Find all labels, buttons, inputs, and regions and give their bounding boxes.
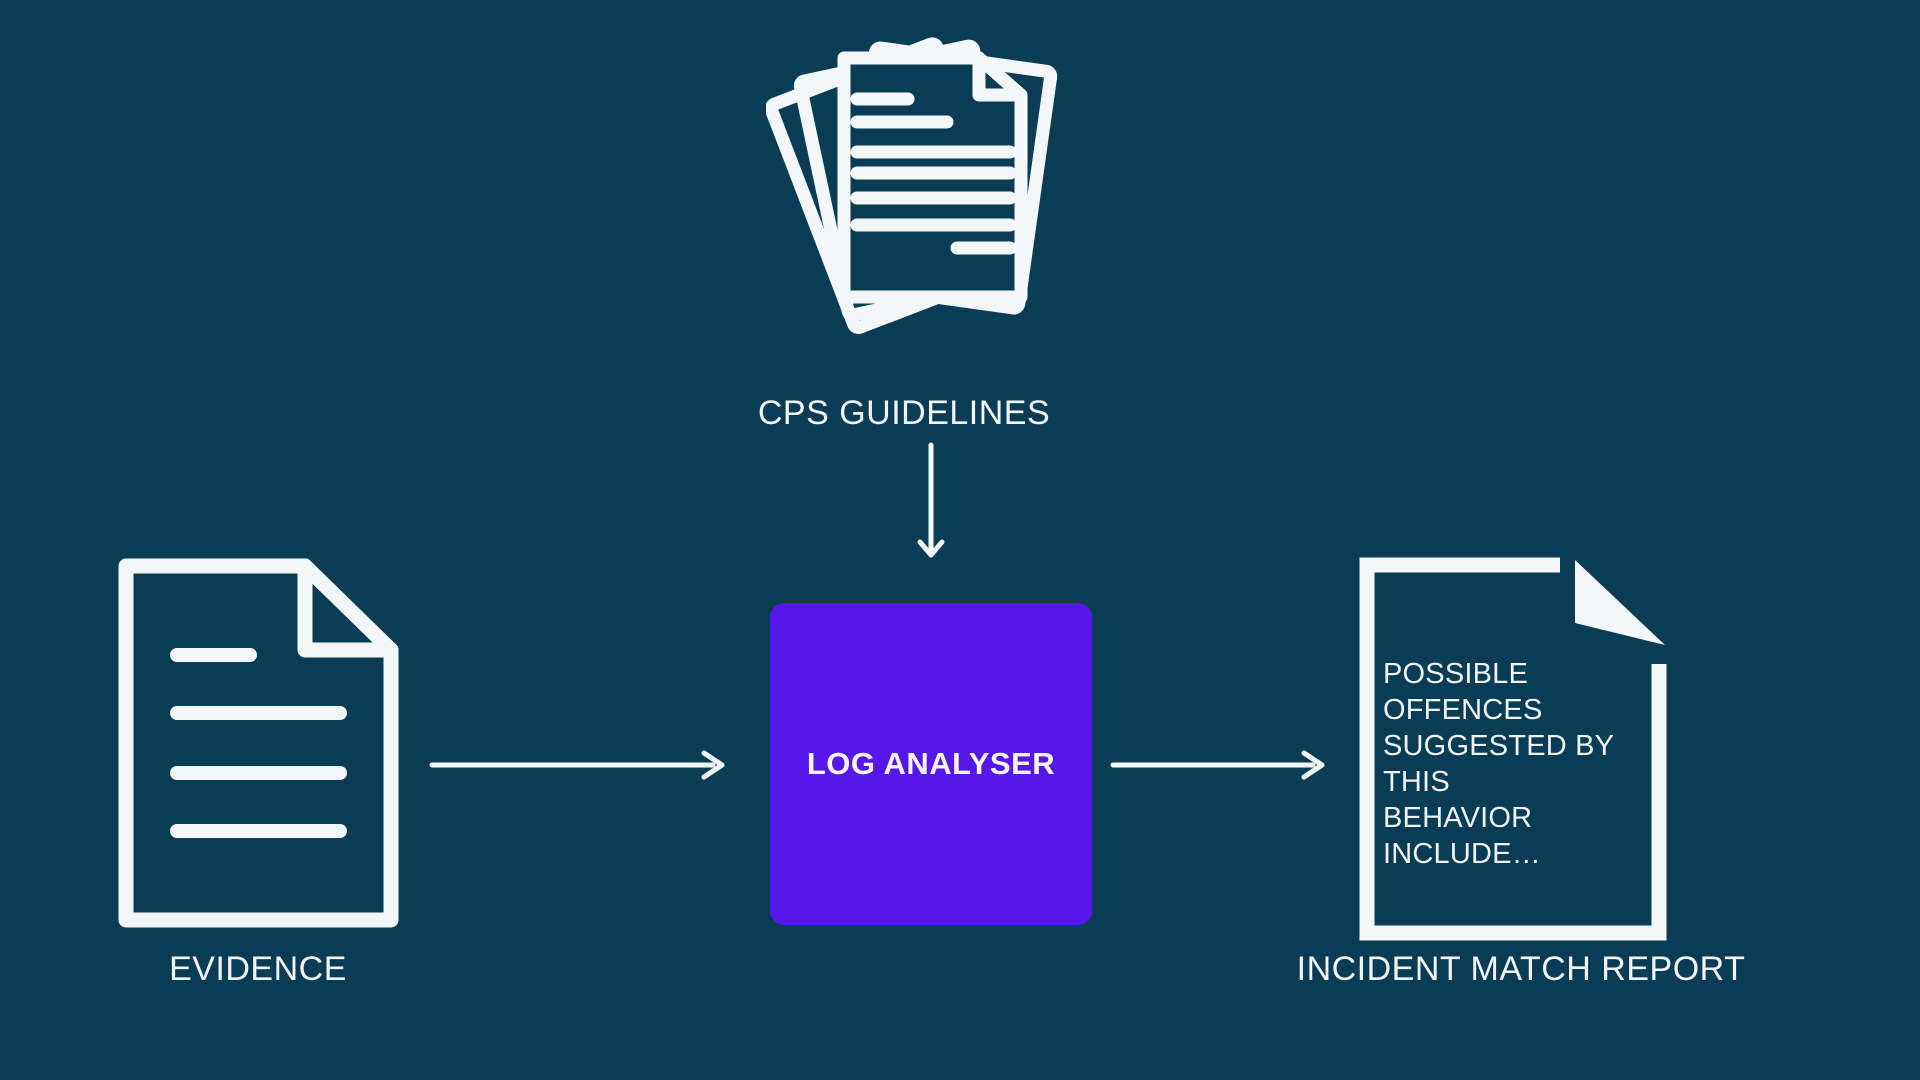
report-note-text: POSSIBLE OFFENCES SUGGESTED BY THIS BEHA… [1383, 658, 1614, 870]
guidelines-label: CPS GUIDELINES [757, 394, 1051, 432]
arrow-guidelines-to-analyser [917, 442, 945, 558]
arrow-analyser-to-report [1110, 750, 1325, 780]
arrow-evidence-to-analyser [429, 750, 725, 780]
log-analyser-box: LOG ANALYSER [770, 603, 1092, 925]
evidence-label: EVIDENCE [169, 950, 347, 988]
document-icon [118, 558, 399, 928]
document-stack-icon [766, 37, 1058, 335]
report-label: INCIDENT MATCH REPORT [1296, 950, 1746, 988]
folded-document-icon [1359, 557, 1667, 941]
log-analyser-label: LOG ANALYSER [806, 746, 1056, 781]
